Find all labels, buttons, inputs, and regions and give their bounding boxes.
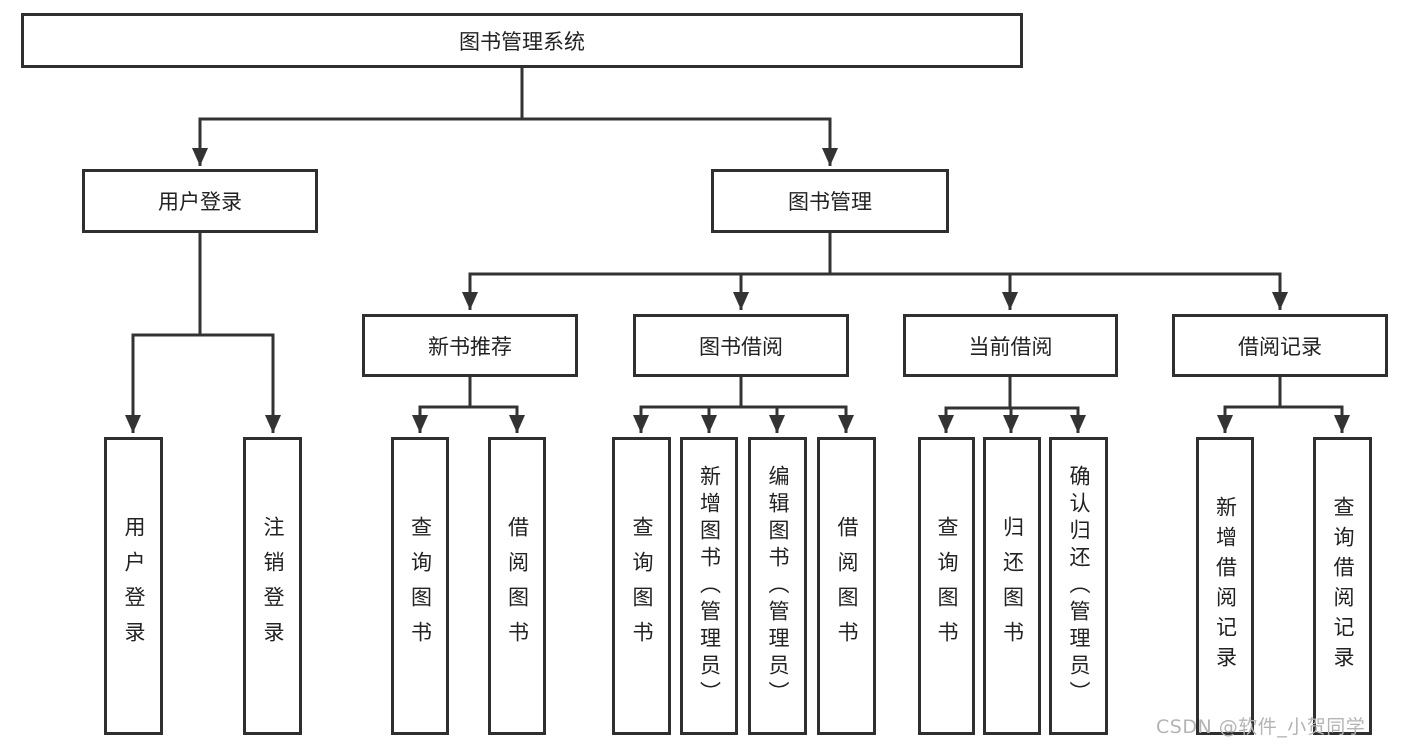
node-book-borrowing: 图书借阅 bbox=[633, 314, 849, 377]
leaf-confirm-return-admin: 确认归还（管理员） bbox=[1049, 437, 1108, 735]
connector-new-book-children bbox=[412, 375, 525, 433]
node-label: 新增图书（管理员） bbox=[697, 464, 722, 708]
node-label: 借阅图书 bbox=[835, 516, 859, 656]
node-label: 编辑图书（管理员） bbox=[766, 464, 790, 708]
leaf-query-borrow-record: 查询借阅记录 bbox=[1313, 437, 1372, 735]
leaf-query-books-recommend: 查询图书 bbox=[391, 437, 449, 735]
node-current-borrowing: 当前借阅 bbox=[903, 314, 1118, 377]
node-book-management: 图书管理 bbox=[711, 169, 949, 233]
connector-root-to-level1 bbox=[192, 66, 838, 166]
node-label: 新书推荐 bbox=[428, 334, 512, 359]
leaf-logout: 注销登录 bbox=[243, 437, 302, 735]
leaf-borrow-books-recommend: 借阅图书 bbox=[488, 437, 546, 735]
node-label: 注销登录 bbox=[261, 516, 285, 656]
node-label: 归还图书 bbox=[1000, 516, 1025, 656]
node-label: 查询借阅记录 bbox=[1331, 496, 1355, 676]
connector-book-borrowing-children bbox=[633, 375, 854, 433]
node-label: 查询图书 bbox=[630, 516, 654, 656]
node-label: 图书管理系统 bbox=[459, 29, 585, 54]
leaf-user-login: 用户登录 bbox=[104, 437, 163, 735]
node-label: 查询图书 bbox=[408, 516, 433, 656]
node-label: 确认归还（管理员） bbox=[1067, 464, 1091, 708]
leaf-add-borrow-record: 新增借阅记录 bbox=[1196, 437, 1254, 735]
node-label: 用户登录 bbox=[122, 516, 146, 656]
connector-current-borrowing-children bbox=[938, 375, 1086, 433]
node-label: 查询图书 bbox=[935, 516, 959, 656]
node-label: 图书管理 bbox=[788, 190, 872, 214]
node-borrowing-records: 借阅记录 bbox=[1172, 314, 1388, 377]
node-user-login: 用户登录 bbox=[82, 169, 318, 233]
leaf-return-books: 归还图书 bbox=[983, 437, 1041, 735]
node-label: 图书借阅 bbox=[699, 334, 783, 359]
node-label: 借阅图书 bbox=[505, 516, 530, 656]
leaf-query-books-borrowing: 查询图书 bbox=[612, 437, 671, 735]
leaf-edit-book-admin: 编辑图书（管理员） bbox=[748, 437, 807, 735]
node-label: 用户登录 bbox=[158, 190, 242, 214]
leaf-borrow-books-borrowing: 借阅图书 bbox=[817, 437, 876, 735]
node-label: 当前借阅 bbox=[968, 334, 1053, 359]
csdn-watermark: CSDN @软件_小贺同学 bbox=[1156, 716, 1366, 738]
node-new-book-recommendation: 新书推荐 bbox=[362, 314, 578, 377]
node-library-management-system: 图书管理系统 bbox=[21, 13, 1023, 68]
connector-user-login-children bbox=[125, 231, 281, 433]
leaf-query-books-current: 查询图书 bbox=[918, 437, 975, 735]
connector-book-management-to-level2 bbox=[462, 231, 1288, 310]
node-label: 新增借阅记录 bbox=[1213, 496, 1238, 676]
leaf-add-book-admin: 新增图书（管理员） bbox=[680, 437, 738, 735]
node-label: 借阅记录 bbox=[1238, 334, 1322, 359]
connector-borrowing-records-children bbox=[1217, 375, 1350, 433]
